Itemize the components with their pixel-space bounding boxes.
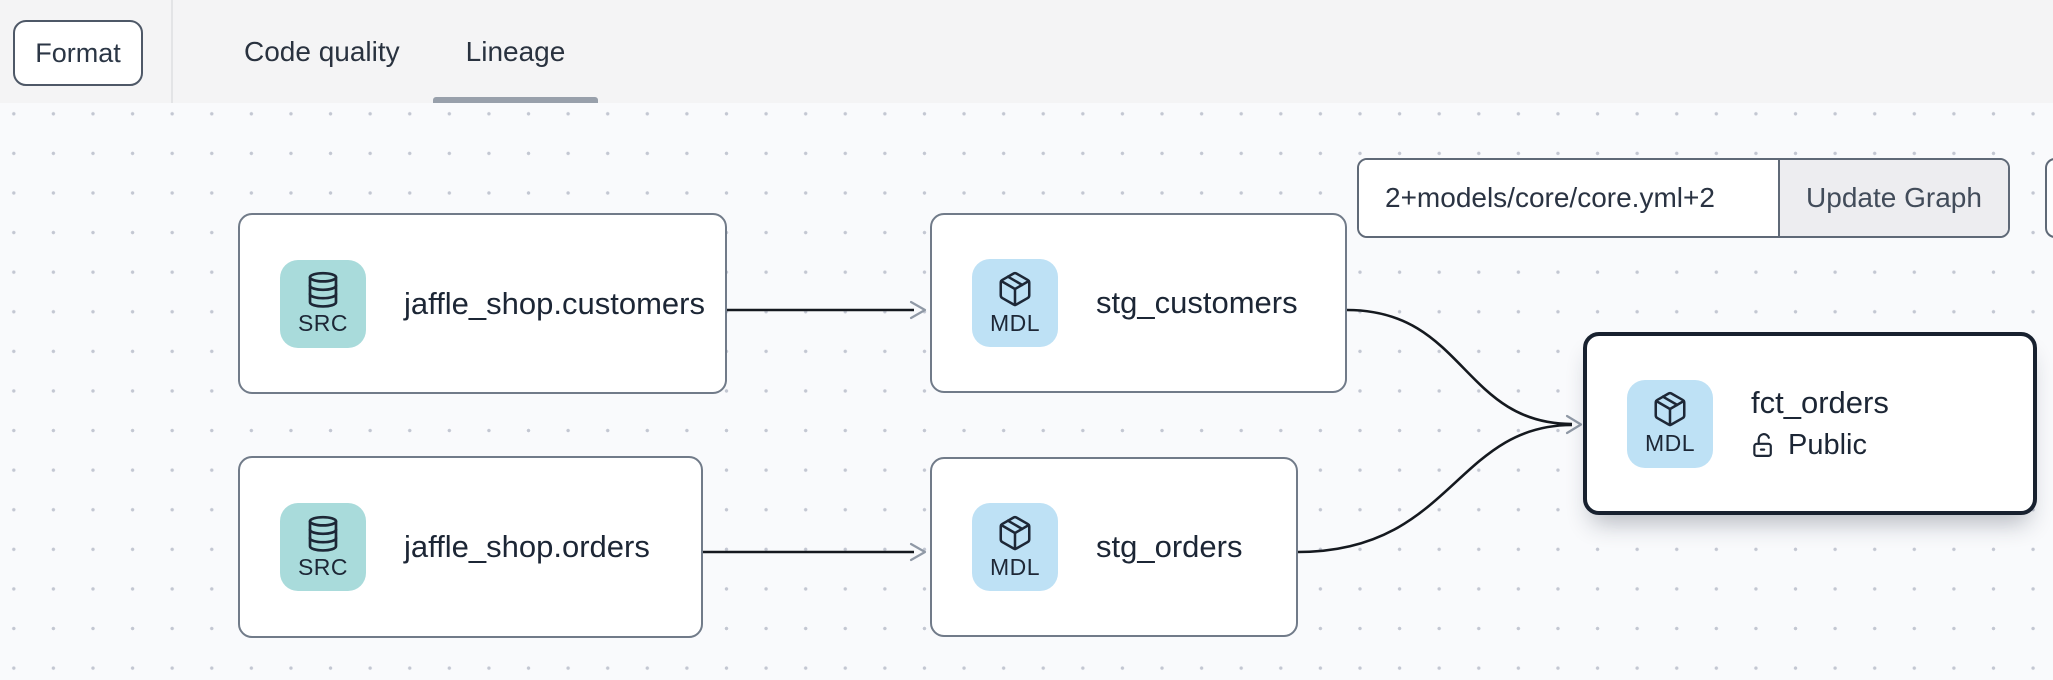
lineage-canvas[interactable]: SRC jaffle_shop.customers MDL stg_custom…	[0, 103, 2053, 680]
model-badge: MDL	[1627, 379, 1713, 468]
node-label: stg_customers	[1096, 285, 1298, 320]
node-stg-customers[interactable]: MDL stg_customers	[930, 213, 1347, 393]
node-label: jaffle_shop.customers	[404, 285, 705, 321]
source-badge: SRC	[280, 503, 366, 591]
edge-arrowhead	[1565, 414, 1583, 435]
cube-icon	[1654, 391, 1686, 427]
format-button[interactable]: Format	[13, 20, 143, 86]
tab-bar: Code quality Lineage	[211, 0, 598, 103]
tab-lineage[interactable]: Lineage	[432, 0, 599, 103]
edge-arrowhead	[909, 300, 927, 320]
cube-icon	[999, 515, 1031, 550]
edge-arrowhead	[909, 542, 927, 562]
cube-icon	[999, 271, 1031, 306]
edge-stg-customers-to-fct-orders	[1346, 308, 1573, 426]
node-fct-orders[interactable]: MDL fct_orders Public	[1583, 332, 2037, 515]
topbar: Format Code quality Lineage	[0, 0, 2053, 103]
database-icon	[308, 515, 338, 552]
database-icon	[308, 271, 338, 308]
selector-input[interactable]	[1359, 160, 1778, 236]
node-stg-orders[interactable]: MDL stg_orders	[930, 457, 1298, 637]
model-badge: MDL	[972, 259, 1058, 347]
node-type-label: MDL	[989, 309, 1041, 336]
node-jaffle-shop-orders[interactable]: SRC jaffle_shop.orders	[238, 456, 703, 638]
edge-stg-orders-to-fct-orders	[1297, 423, 1573, 554]
tab-code-quality[interactable]: Code quality	[244, 35, 400, 67]
graph-selector: Update Graph	[1357, 158, 2010, 238]
model-badge: MDL	[972, 503, 1058, 591]
topbar-divider	[171, 0, 173, 103]
node-access-label: Public	[1788, 429, 1867, 461]
node-label: jaffle_shop.orders	[404, 529, 650, 564]
node-jaffle-shop-customers[interactable]: SRC jaffle_shop.customers	[238, 213, 727, 394]
partial-control[interactable]	[2045, 158, 2053, 238]
unlock-icon	[1753, 433, 1772, 457]
node-label: stg_orders	[1096, 529, 1243, 564]
update-graph-button[interactable]: Update Graph	[1778, 160, 2008, 236]
source-badge: SRC	[280, 259, 366, 348]
node-type-label: SRC	[297, 553, 349, 580]
node-type-label: MDL	[989, 553, 1041, 580]
node-type-label: SRC	[297, 310, 349, 336]
node-access-row: Public	[1751, 429, 1889, 462]
node-type-label: MDL	[1644, 430, 1696, 456]
node-label: fct_orders	[1751, 385, 1889, 420]
